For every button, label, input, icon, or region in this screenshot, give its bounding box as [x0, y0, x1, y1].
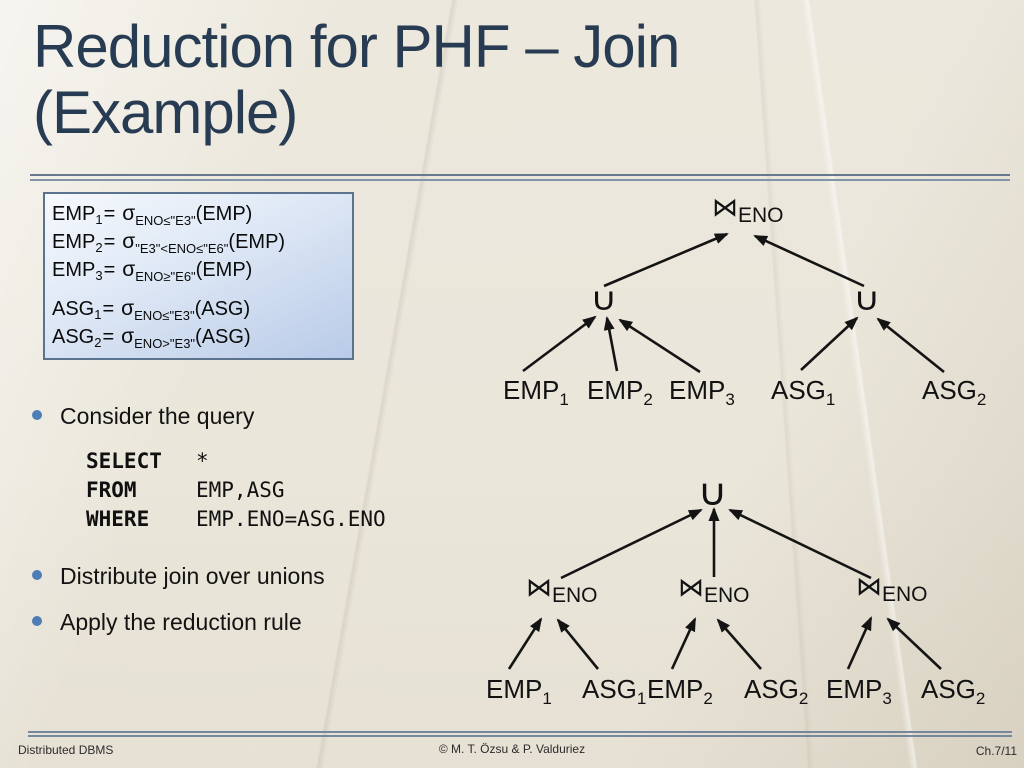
join-attribute-label: ENO [704, 584, 750, 607]
equals-sign: = [102, 326, 115, 348]
sql-text: EMP.ENO=ASG.ENO [196, 507, 386, 531]
relation-subscript: 2 [94, 335, 102, 350]
relation-name: ASG [52, 326, 95, 348]
relation-subscript: 1 [95, 212, 103, 227]
tree1-leaf-emp1: EMP1 [503, 375, 569, 409]
bullet-dot-icon [32, 616, 42, 626]
selection-condition: "E3"<ENO≤"E6" [135, 241, 229, 256]
relation-name: EMP [52, 231, 96, 253]
join-operator-icon: ⋈ [678, 572, 704, 602]
selection-condition: ENO≤"E3" [134, 308, 195, 323]
footer-right-label: Ch.7/11 [975, 744, 1017, 758]
sigma-operator: σ [121, 325, 135, 348]
relation-name: ASG [52, 298, 95, 320]
equals-sign: = [103, 259, 116, 281]
selection-condition: ENO≥"E6" [135, 269, 196, 284]
sql-keyword: FROM [86, 478, 137, 502]
bullet-label: Distribute join over unions [60, 563, 325, 589]
sql-from-line: FROM EMP,ASG [86, 476, 386, 505]
tree2-leaf-emp2: EMP2 [647, 674, 713, 708]
footer-left-label: Distributed DBMS [18, 743, 114, 757]
tree2-leaf-asg2: ASG2 [744, 674, 809, 708]
sigma-operator: σ [122, 202, 136, 225]
tree1-union-left-icon: ∪ [590, 281, 618, 317]
sql-keyword: SELECT [86, 449, 162, 473]
relation-name: EMP [52, 203, 96, 225]
equals-sign: = [103, 203, 116, 225]
tree2-join2-node: ⋈ENO [678, 572, 750, 607]
tree2-leaf-asg1: ASG1 [582, 674, 647, 708]
title-underline [30, 174, 1010, 181]
bullet-dot-icon [32, 410, 42, 420]
join-attribute-label: ENO [882, 583, 928, 606]
bullet-label: Apply the reduction rule [60, 609, 302, 635]
join-attribute-label: ENO [738, 204, 784, 227]
page-title-line2: (Example) [33, 79, 298, 146]
tree2-leaf-asg2b: ASG2 [921, 674, 986, 708]
sigma-operator: σ [122, 230, 136, 253]
tree1-root-join-node: ⋈ENO [712, 192, 784, 227]
formula-emp1: EMP1= σENO≤"E3"(EMP) [52, 200, 352, 228]
tree1-leaf-emp3: EMP3 [669, 375, 735, 409]
join-operator-icon: ⋈ [712, 192, 738, 222]
relation-name: EMP [52, 259, 96, 281]
relation-argument: (EMP) [195, 259, 253, 281]
selection-condition: ENO>"E3" [134, 336, 196, 351]
sigma-operator: σ [121, 297, 135, 320]
tree2-leaf-emp1: EMP1 [486, 674, 552, 708]
selection-condition: ENO≤"E3" [135, 213, 196, 228]
fragment-definitions-panel: EMP1=σENO≤"E3"(EMP) EMP2=σ"E3"<ENO≤"E6"(… [43, 192, 354, 360]
formula-asg1: ASG1= σENO≤"E3"(ASG) [52, 295, 352, 323]
join-operator-icon: ⋈ [526, 572, 552, 602]
footer-center-label: © M. T. Özsu & P. Valduriez [438, 742, 586, 756]
bullet-apply-reduction: Apply the reduction rule [32, 608, 302, 636]
equals-sign: = [102, 298, 115, 320]
tree1-leaf-asg2: ASG2 [922, 375, 987, 409]
sql-text: EMP,ASG [196, 478, 285, 502]
tree1-leaf-asg1: ASG1 [771, 375, 836, 409]
formula-asg2: ASG2= σENO>"E3"(ASG) [52, 323, 352, 351]
equals-sign: = [103, 231, 116, 253]
relation-subscript: 1 [94, 307, 102, 322]
relation-argument: (ASG) [195, 326, 251, 348]
emp-fragments-group: EMP1=σENO≤"E3"(EMP) EMP2=σ"E3"<ENO≤"E6"(… [52, 200, 352, 284]
relation-subscript: 2 [95, 240, 103, 255]
bullet-label: Consider the query [60, 403, 255, 429]
tree1-union-right-icon: ∪ [853, 281, 881, 317]
sql-query-block: SELECT * FROM EMP,ASG WHERE EMP.ENO=ASG.ENO [86, 447, 386, 534]
bullet-consider-query: Consider the query [32, 402, 254, 430]
formula-emp3: EMP3= σENO≥"E6"(EMP) [52, 256, 352, 284]
relation-argument: (EMP) [195, 203, 253, 225]
sql-keyword: WHERE [86, 507, 150, 531]
page-title-line1: Reduction for PHF – Join [33, 13, 680, 80]
footer-rule [28, 731, 1012, 737]
relation-argument: (EMP) [228, 231, 286, 253]
tree2-leaf-emp3: EMP3 [826, 674, 892, 708]
tree2-join1-node: ⋈ENO [526, 572, 598, 607]
sql-where-line: WHERE EMP.ENO=ASG.ENO [86, 505, 386, 534]
relation-argument: (ASG) [194, 298, 251, 320]
tree1-leaf-emp2: EMP2 [587, 375, 653, 409]
page-title: Reduction for PHF – Join(Example) [33, 13, 680, 146]
join-operator-icon: ⋈ [856, 571, 882, 601]
bullet-distribute-join: Distribute join over unions [32, 562, 325, 590]
join-attribute-label: ENO [552, 584, 598, 607]
tree2-root-union-icon: ∪ [697, 472, 728, 513]
tree2-join3-node: ⋈ENO [856, 571, 928, 606]
formula-emp2: EMP2= σ"E3"<ENO≤"E6"(EMP) [52, 228, 352, 256]
sql-text: * [196, 449, 209, 473]
sigma-operator: σ [122, 258, 136, 281]
sql-select-line: SELECT * [86, 447, 386, 476]
relation-subscript: 3 [95, 268, 103, 283]
asg-fragments-group: ASG1=σENO≤"E3"(ASG) ASG2=σENO>"E3"(ASG) [52, 295, 352, 351]
bullet-dot-icon [32, 570, 42, 580]
